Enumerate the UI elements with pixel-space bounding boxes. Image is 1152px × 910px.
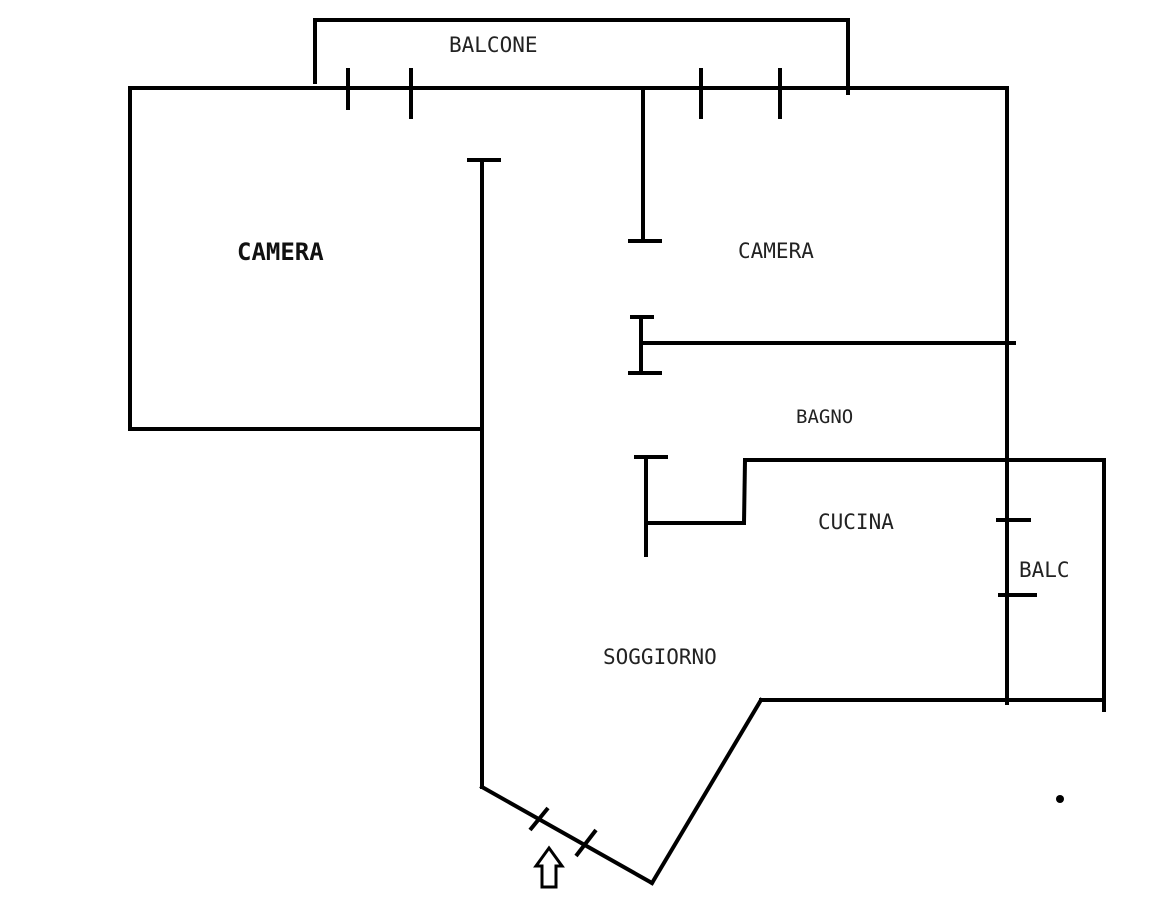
room-label-balc: BALC xyxy=(1019,558,1070,582)
room-label-balcone: BALCONE xyxy=(449,33,538,57)
bathroom-top-wall xyxy=(628,315,1016,375)
bedroom-right-partition xyxy=(628,86,662,243)
room-label-soggiorno: SOGGIORNO xyxy=(603,645,717,669)
room-label-cucina: CUCINA xyxy=(818,510,894,534)
kitchen-partition xyxy=(634,455,1106,557)
south-walls xyxy=(479,697,1009,886)
entrance-door xyxy=(528,806,598,858)
north-window-right xyxy=(699,68,782,119)
corridor-left-wall xyxy=(467,158,501,789)
bedroom-left-walls xyxy=(128,86,484,431)
room-label-bagno: BAGNO xyxy=(796,406,853,428)
dot-marker xyxy=(1056,795,1064,803)
north-window-left xyxy=(346,68,413,119)
room-label-camera-right: CAMERA xyxy=(738,239,814,263)
entrance-arrow-icon xyxy=(533,845,565,889)
kitchen-balcony-door xyxy=(996,518,1037,597)
balcony-top-walls xyxy=(313,18,850,95)
room-label-camera-left: CAMERA xyxy=(237,238,324,266)
balcony-side-walls xyxy=(1005,458,1106,712)
